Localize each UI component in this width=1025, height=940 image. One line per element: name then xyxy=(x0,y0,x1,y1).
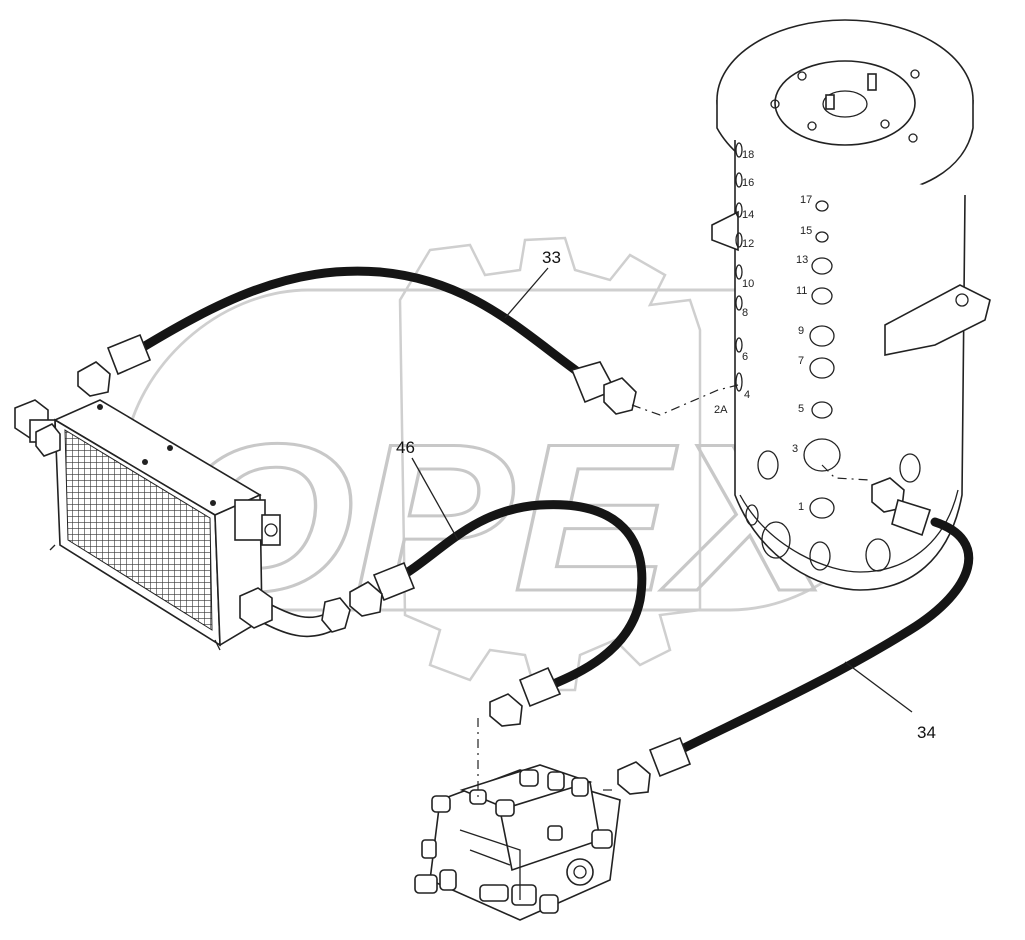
port-label: 14 xyxy=(742,209,754,221)
port-label: 13 xyxy=(796,254,808,266)
port-label: 7 xyxy=(798,355,804,367)
rotary-distributor xyxy=(711,19,991,591)
port-label: 8 xyxy=(742,307,748,319)
callout-34: 34 xyxy=(917,723,936,742)
port-label: 3 xyxy=(792,443,798,455)
leader-46 xyxy=(411,457,459,541)
connection-centerlines xyxy=(477,384,871,800)
hose-33 xyxy=(77,266,637,415)
hose-33-fitting-left xyxy=(77,333,152,397)
port-label: 5 xyxy=(798,403,804,415)
hose-34-fitting-lower xyxy=(617,736,692,795)
leader-33 xyxy=(504,267,549,319)
cooler-grille xyxy=(64,429,213,631)
leader-lines xyxy=(411,267,913,713)
port-label: 17 xyxy=(800,194,812,206)
port-label: 18 xyxy=(742,149,754,161)
watermark: OPEX xyxy=(117,236,922,692)
port-label: 15 xyxy=(800,225,812,237)
leader-34 xyxy=(844,661,913,713)
cooler-inlet-fittings xyxy=(14,399,61,457)
port-label: 12 xyxy=(742,238,754,250)
hose-33-body xyxy=(125,266,583,377)
watermark-gear xyxy=(398,236,702,692)
hose-46-fitting-upper xyxy=(349,561,416,617)
port-labels: 18 16 14 12 10 8 6 4 17 15 13 11 9 7 5 3… xyxy=(714,149,812,513)
port-label: 11 xyxy=(796,285,807,297)
hose-46-body xyxy=(390,500,647,695)
control-valve xyxy=(414,764,621,921)
port-label: 6 xyxy=(742,351,748,363)
hose-34-fitting-upper xyxy=(871,477,932,537)
hose-46-fitting-lower xyxy=(489,666,562,727)
hose-46 xyxy=(349,500,647,727)
hose-34 xyxy=(617,477,974,795)
hose-34-body xyxy=(675,517,974,755)
callout-33: 33 xyxy=(542,248,561,267)
oil-cooler xyxy=(49,399,281,651)
port-label: 4 xyxy=(744,389,750,401)
port-label: 9 xyxy=(798,325,804,337)
cooler-outlet-elbow xyxy=(239,587,351,638)
callouts: 33 46 34 xyxy=(396,248,936,742)
port-label: 16 xyxy=(742,177,754,189)
port-label: 1 xyxy=(798,501,804,513)
hose-33-fitting-right xyxy=(570,361,637,415)
watermark-text: OPEX xyxy=(170,400,842,635)
port-label: 10 xyxy=(742,278,754,290)
callout-46: 46 xyxy=(396,438,415,457)
port-label: 2A xyxy=(714,404,728,416)
